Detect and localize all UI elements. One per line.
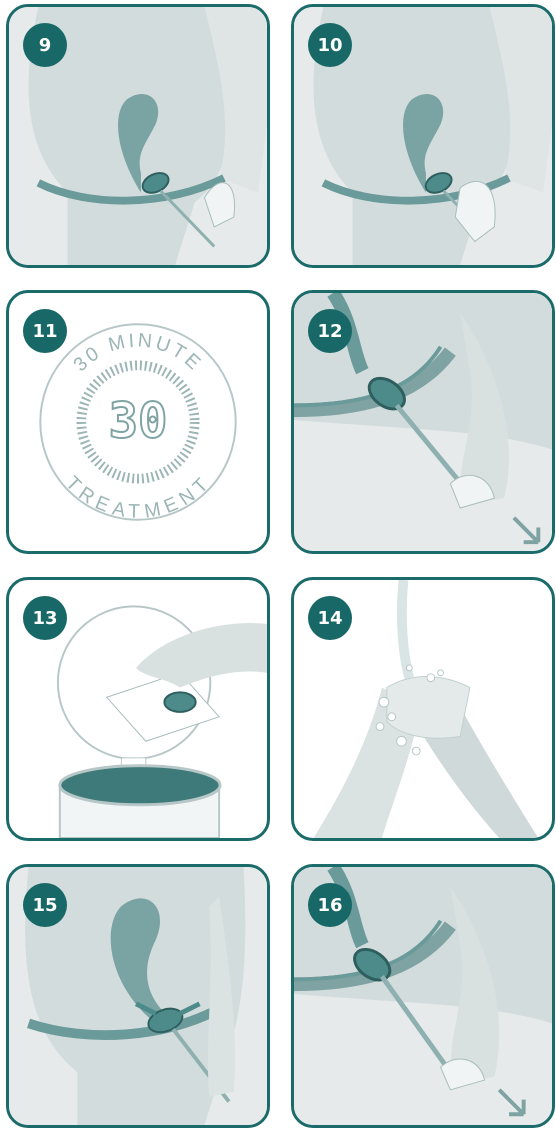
- step-12-panel: 12: [291, 290, 555, 554]
- step-number-badge: 9: [23, 23, 67, 67]
- step-number-badge: 11: [23, 309, 67, 353]
- step-number-badge: 15: [23, 883, 67, 927]
- step-13-panel: 13: [6, 577, 270, 841]
- step-number-badge: 14: [308, 596, 352, 640]
- step-10-panel: 10: [291, 4, 555, 268]
- step-16-panel: 16: [291, 864, 555, 1128]
- step-11-panel: 30 MINUTE TREATMENT 30 11: [6, 290, 270, 554]
- step-14-panel: 14: [291, 577, 555, 841]
- step-number-badge: 13: [23, 596, 67, 640]
- step-9-panel: 9: [6, 4, 270, 268]
- seal-timer-digits: 30: [109, 393, 168, 450]
- step-number-badge: 16: [308, 883, 352, 927]
- step-number-badge: 10: [308, 23, 352, 67]
- step-number-badge: 12: [308, 309, 352, 353]
- step-15-panel: 15: [6, 864, 270, 1128]
